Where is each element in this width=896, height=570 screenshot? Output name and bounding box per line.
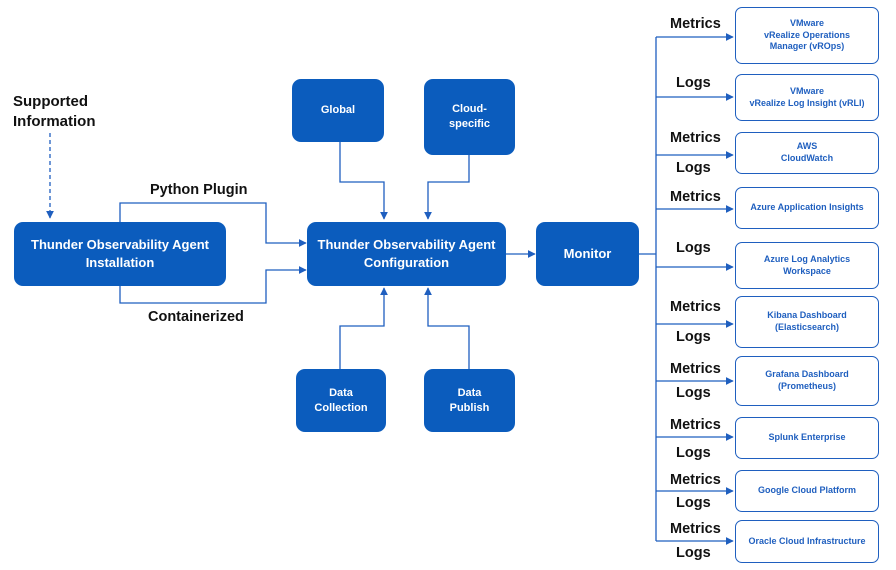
metrics-label: Metrics — [670, 361, 721, 377]
target-azure-log: Azure Log Analytics Workspace — [735, 242, 879, 289]
data-collection-arrow — [339, 287, 388, 369]
target-oracle: Oracle Cloud Infrastructure — [735, 520, 879, 563]
logs-label: Logs — [676, 385, 711, 401]
target-gcp: Google Cloud Platform — [735, 470, 879, 512]
logs-label: Logs — [676, 329, 711, 345]
metrics-label: Metrics — [670, 16, 721, 32]
data-collection-box: Data Collection — [296, 369, 386, 432]
metrics-label: Metrics — [670, 472, 721, 488]
target-kibana: Kibana Dashboard (Elasticsearch) — [735, 296, 879, 348]
metrics-label: Metrics — [670, 417, 721, 433]
global-box: Global — [292, 79, 384, 142]
metrics-label: Metrics — [670, 299, 721, 315]
data-publish-arrow — [424, 287, 470, 369]
logs-label: Logs — [676, 495, 711, 511]
data-publish-box: Data Publish — [424, 369, 515, 432]
installation-box: Thunder Observability Agent Installation — [14, 222, 226, 286]
python-plugin-arrow — [119, 202, 307, 247]
containerized-arrow — [119, 266, 307, 304]
target-splunk: Splunk Enterprise — [735, 417, 879, 459]
logs-label: Logs — [676, 75, 711, 91]
cloud-specific-arrow — [424, 155, 470, 220]
python-plugin-label: Python Plugin — [150, 182, 248, 198]
configuration-box: Thunder Observability Agent Configuratio… — [307, 222, 506, 286]
target-vrops: VMware vRealize Operations Manager (vROp… — [735, 7, 879, 64]
logs-label: Logs — [676, 240, 711, 256]
target-grafana: Grafana Dashboard (Prometheus) — [735, 356, 879, 406]
global-arrow — [339, 142, 388, 220]
logs-label: Logs — [676, 445, 711, 461]
target-aws: AWS CloudWatch — [735, 132, 879, 174]
supported-information-label: Supported Information — [13, 93, 96, 131]
metrics-label: Metrics — [670, 189, 721, 205]
monitor-box: Monitor — [536, 222, 639, 286]
metrics-label: Metrics — [670, 521, 721, 537]
target-vrli: VMware vRealize Log Insight (vRLI) — [735, 74, 879, 121]
containerized-label: Containerized — [148, 309, 244, 325]
target-azure-insights: Azure Application Insights — [735, 187, 879, 229]
logs-label: Logs — [676, 160, 711, 176]
logs-label: Logs — [676, 545, 711, 561]
metrics-label: Metrics — [670, 130, 721, 146]
cloud-specific-box: Cloud- specific — [424, 79, 515, 155]
